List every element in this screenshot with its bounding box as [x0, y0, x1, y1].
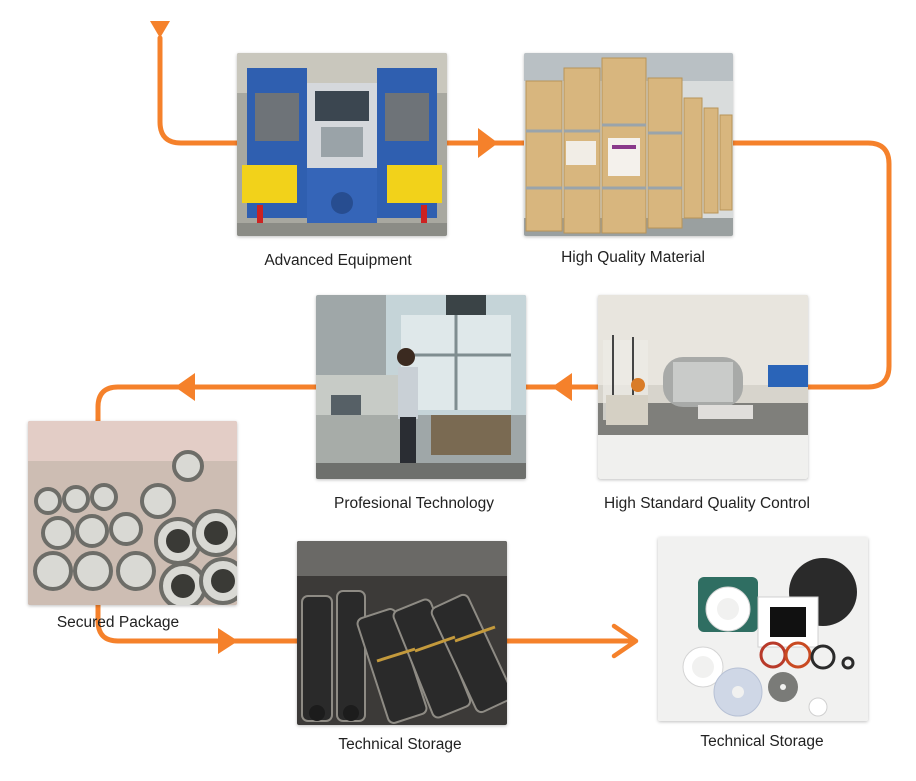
worker-operating-machine-photo [316, 295, 526, 479]
flow-arrow-left [552, 373, 572, 401]
start-arrow [150, 21, 170, 38]
hydraulic-press-machine-photo [237, 53, 447, 236]
material-drums-photo [524, 53, 733, 236]
storage-rolls-photo [297, 541, 507, 725]
gasket-products-photo [658, 537, 868, 721]
step-caption-profesional-technology: Profesional Technology [334, 495, 494, 512]
step-caption-technical-storage: Technical Storage [338, 736, 462, 753]
step-caption-secured-package: Secured Package [56, 614, 180, 631]
step-caption-high-standard-quality-control: High Standard Quality Control [604, 495, 810, 512]
packaged-gaskets-photo [28, 421, 237, 605]
step-caption-high-quality-material: High Quality Material [561, 249, 705, 266]
flow-arrow-right [478, 128, 498, 158]
step-caption-advanced-equipment: Advanced Equipment [264, 252, 412, 269]
step-caption-technical-storage-products: Technical Storage [700, 733, 824, 750]
lab-testing-equipment-photo [598, 295, 808, 479]
flow-arrow-left [175, 373, 195, 401]
flow-arrow-right [218, 628, 238, 654]
flow-arrow-right [611, 623, 639, 659]
